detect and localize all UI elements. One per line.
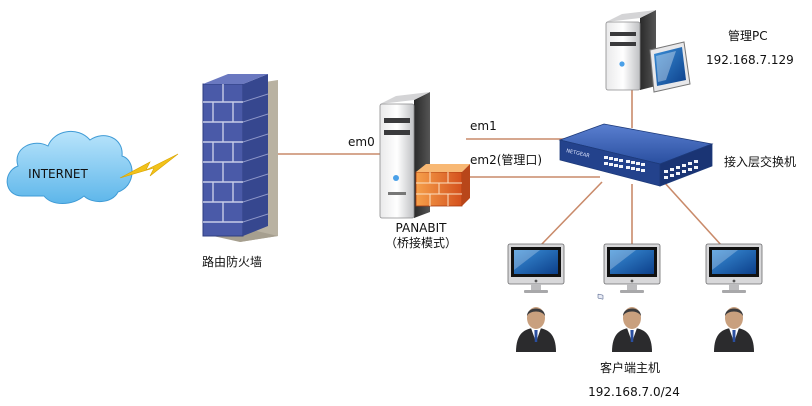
- em0-label: em0: [348, 135, 375, 149]
- lightning-icon: [119, 153, 179, 179]
- link-switch-client1: [539, 181, 603, 247]
- em1-label: em1: [470, 119, 497, 133]
- admin-pc-server-icon: [605, 10, 656, 91]
- admin-pc-ip: 192.168.7.129: [706, 53, 794, 67]
- firewall-icon: [202, 74, 278, 242]
- internet-cloud-icon: INTERNET: [6, 131, 133, 204]
- client-monitor-icon: [507, 243, 565, 293]
- client-host-3: [705, 243, 763, 352]
- user-icon: [714, 307, 754, 352]
- admin-pc-monitor-icon: [649, 41, 691, 93]
- switch-ports: [604, 156, 698, 179]
- links: [275, 90, 723, 247]
- clients-label: 客户端主机: [600, 360, 660, 375]
- switch-icon: NETGEAR: [558, 123, 714, 300]
- user-icon: [516, 307, 556, 352]
- admin-pc-label: 管理PC: [728, 28, 768, 43]
- client-monitor-icon: [603, 243, 661, 293]
- client-host-1: [507, 243, 565, 352]
- client-hosts: [507, 243, 763, 352]
- internet-label: INTERNET: [28, 167, 88, 181]
- client-host-2: [603, 243, 661, 352]
- clients-subnet: 192.168.7.0/24: [588, 385, 680, 399]
- link-switch-client3: [663, 181, 723, 247]
- user-icon: [612, 307, 652, 352]
- panabit-label: PANABIT: [396, 221, 448, 235]
- panabit-mode-label: （桥接模式）: [385, 235, 457, 250]
- switch-brand: NETGEAR: [566, 148, 591, 159]
- panabit-firewall-badge-icon: [415, 164, 470, 207]
- switch-label: 接入层交换机: [724, 154, 796, 169]
- em2-label: em2(管理口): [470, 152, 542, 167]
- firewall-label: 路由防火墙: [202, 254, 262, 269]
- client-monitor-icon: [705, 243, 763, 293]
